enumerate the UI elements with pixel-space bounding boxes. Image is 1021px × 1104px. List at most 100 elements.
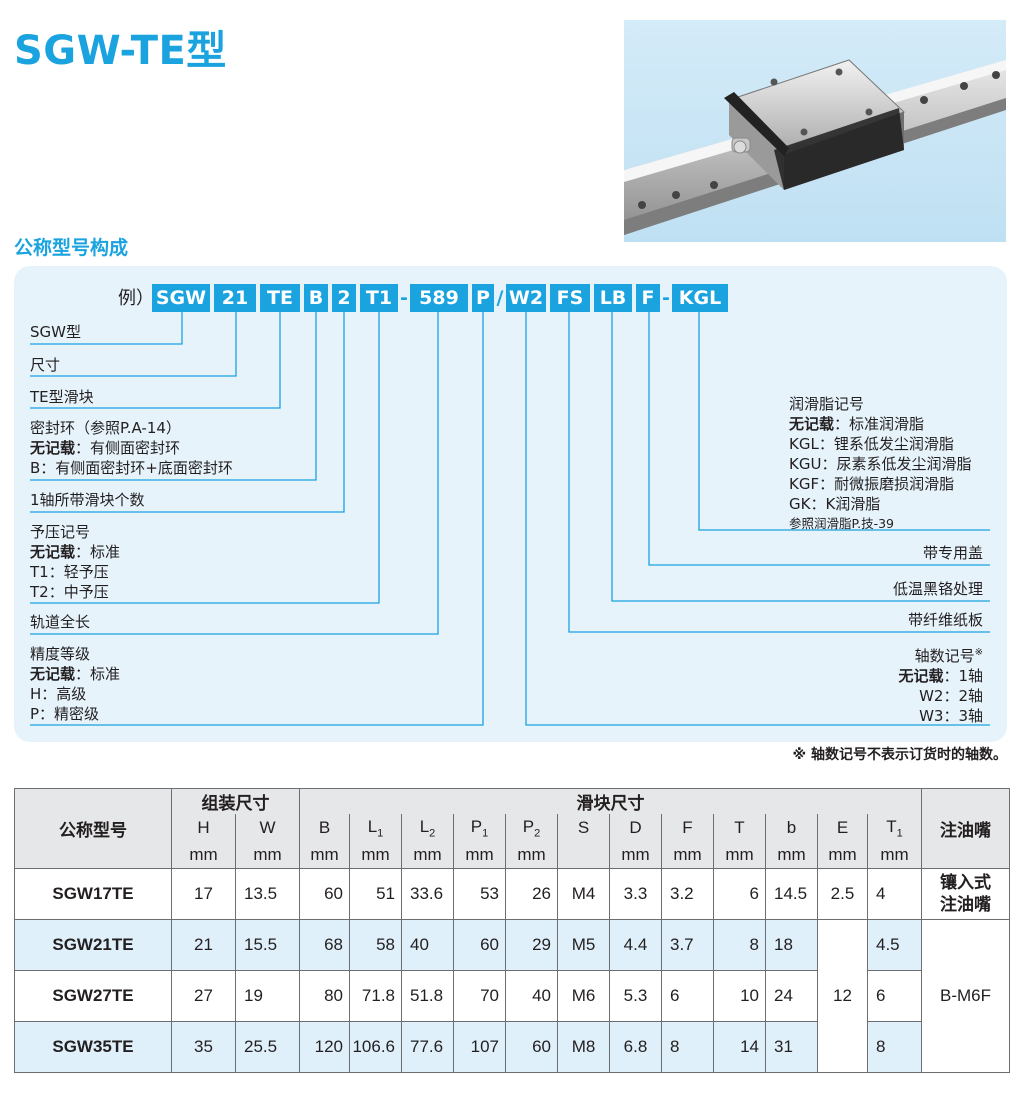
label-grease-kgl: KGL：锂系低发尘润滑脂 [789, 435, 954, 453]
table-cell: 2.5 [817, 868, 868, 920]
label-grease-title: 润滑脂记号 [789, 395, 865, 413]
label-seal-title: 密封环（参照P.A-14） [30, 419, 181, 437]
table-cell: 8 [713, 919, 766, 971]
label-grease-kgu: KGU：尿素系低发尘润滑脂 [789, 455, 972, 473]
table-cell-model: SGW17TE [14, 868, 172, 920]
header-unit-12: mm [817, 842, 868, 869]
label-grease-ref: 参照润滑脂P.技-39 [789, 516, 894, 531]
header-unit-7 [557, 842, 610, 869]
table-cell: 40 [401, 919, 454, 971]
code-accuracy: P [472, 284, 494, 312]
label-preload-t2: T2：中予压 [30, 583, 109, 601]
table-cell: 6.8 [609, 1021, 662, 1073]
label-size: 尺寸 [30, 356, 61, 374]
table-cell: 51 [349, 868, 402, 920]
table-cell-e-merged: 12 [817, 919, 868, 1073]
header-col-9: F [661, 814, 714, 842]
table-cell: 15.5 [235, 919, 300, 971]
header-model-text: 公称型号 [59, 821, 127, 840]
table-cell: 6 [713, 868, 766, 920]
code-dash-1: - [400, 287, 408, 309]
table-cell-model: SGW35TE [14, 1021, 172, 1073]
table-cell: 68 [299, 919, 350, 971]
header-col-2: B [299, 814, 350, 842]
header-col-4: L2 [401, 814, 454, 842]
table-cell: 14.5 [765, 868, 818, 920]
header-nipple: 注油嘴 [921, 788, 1010, 869]
label-preload-t1: T1：轻予压 [30, 563, 109, 581]
code-size: 21 [214, 284, 256, 312]
header-unit-13: mm [867, 842, 922, 869]
header-unit-11: mm [765, 842, 818, 869]
code-count: 2 [332, 284, 356, 312]
table-cell: M4 [557, 868, 610, 920]
table-cell: 31 [765, 1021, 818, 1073]
label-accuracy-title: 精度等级 [30, 645, 91, 663]
table-cell: 77.6 [401, 1021, 454, 1073]
table-cell: 120 [299, 1021, 350, 1073]
code-fiber: FS [550, 284, 590, 312]
label-preload-none: 无记载：标准 [30, 543, 121, 561]
table-cell: 14 [713, 1021, 766, 1073]
header-unit-3: mm [349, 842, 402, 869]
table-cell: 4.5 [867, 919, 922, 971]
table-cell: 3.2 [661, 868, 714, 920]
table-cell: 4 [867, 868, 922, 920]
label-seal: 密封环（参照P.A-14） 无记载：有侧面密封环 B：有侧面密封环+底面密封环 [30, 418, 233, 478]
table-cell-nipple: 镶入式 注油嘴 [921, 868, 1010, 920]
header-unit-10: mm [713, 842, 766, 869]
table-cell: 51.8 [401, 970, 454, 1022]
header-unit-6: mm [505, 842, 558, 869]
header-col-8: D [609, 814, 662, 842]
table-cell: 60 [505, 1021, 558, 1073]
table-cell: 40 [505, 970, 558, 1022]
label-cover: 带专用盖 [922, 544, 983, 562]
table-cell: 8 [867, 1021, 922, 1073]
label-axis-w2: W2：2轴 [919, 687, 983, 705]
table-cell: 70 [453, 970, 506, 1022]
header-unit-9: mm [661, 842, 714, 869]
code-sgw: SGW [152, 284, 210, 312]
label-sgw-type: SGW型 [30, 323, 81, 341]
header-col-7: S [557, 814, 610, 842]
header-col-6: P2 [505, 814, 558, 842]
label-black-chrome: 低温黑铬处理 [892, 580, 983, 598]
code-length: 589 [410, 284, 468, 312]
header-unit-4: mm [401, 842, 454, 869]
header-model: 公称型号 [14, 788, 172, 869]
table-cell: 107 [453, 1021, 506, 1073]
header-unit-8: mm [609, 842, 662, 869]
product-photo [624, 20, 1006, 242]
header-col-11: b [765, 814, 818, 842]
code-dash-2: - [662, 287, 670, 309]
table-cell: 33.6 [401, 868, 454, 920]
label-axis-w3: W3：3轴 [919, 707, 983, 725]
label-accuracy-none: 无记载：标准 [30, 665, 121, 683]
table-cell: 71.8 [349, 970, 402, 1022]
table-cell: 5.3 [609, 970, 662, 1022]
code-grease: KGL [672, 284, 728, 312]
table-cell: 27 [171, 970, 236, 1022]
table-cell: 18 [765, 919, 818, 971]
table-cell: 25.5 [235, 1021, 300, 1073]
code-te: TE [260, 284, 300, 312]
header-col-5: P1 [453, 814, 506, 842]
table-cell: 17 [171, 868, 236, 920]
label-accuracy-p: P：精密级 [30, 705, 100, 723]
label-preload: 予压记号 无记载：标准 T1：轻予压 T2：中予压 [30, 522, 120, 602]
label-rail-length: 轨道全长 [30, 613, 91, 631]
table-cell: 6 [867, 970, 922, 1022]
table-cell: 53 [453, 868, 506, 920]
table-cell: 106.6 [349, 1021, 402, 1073]
table-cell-nipple-merged: B-M6F [921, 919, 1010, 1073]
table-cell: 60 [453, 919, 506, 971]
code-cover: F [636, 284, 660, 312]
code-chrome: LB [594, 284, 632, 312]
header-col-13: T1 [867, 814, 922, 842]
